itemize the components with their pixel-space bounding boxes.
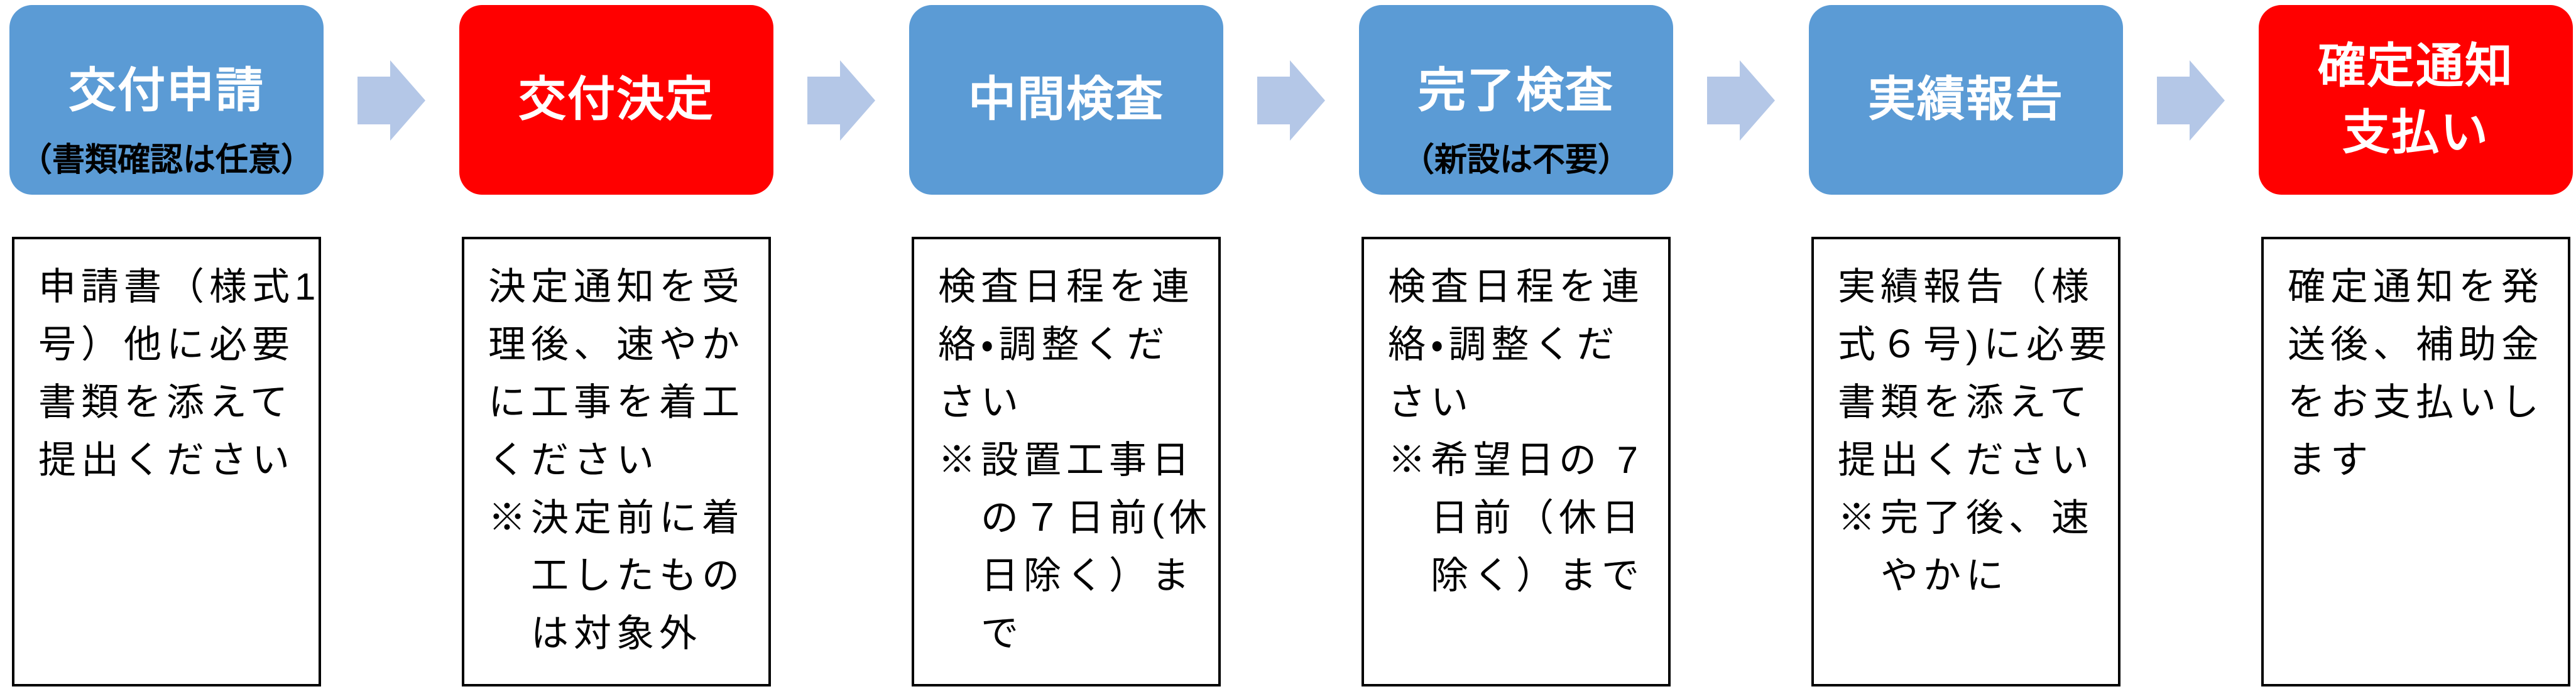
note-line: ※設置工事日: [938, 439, 1194, 481]
note-line: 提出ください: [1838, 439, 2094, 481]
note-line: 検査日程を連: [1388, 266, 1644, 308]
note-line: 書類を添えて: [1838, 381, 2092, 423]
note-line: ます: [2288, 439, 2373, 481]
step-title: 確定通知: [2318, 40, 2514, 93]
right-arrow-icon: [357, 60, 425, 141]
step-box-grant-decision: 交付決定: [459, 5, 773, 195]
note-line: 検査日程を連: [938, 266, 1194, 308]
note-line: 絡・調整くだ: [938, 323, 1170, 366]
note-line: 除く）まで: [1388, 555, 1644, 597]
right-arrow-icon: [1257, 60, 1325, 141]
step-subtitle: （書類確認は任意）: [19, 142, 314, 178]
note-line: ※完了後、速: [1838, 497, 2094, 539]
note-line: ください: [488, 439, 659, 481]
note-line: 申請書（様式1: [38, 266, 321, 308]
right-arrow-icon: [1707, 60, 1775, 141]
note-box-final-notice-payment: 確定通知を発 送後、補助金 をお支払いし ます: [2261, 237, 2570, 686]
note-box-results-report: 実績報告（様 式６号)に必要 書類を添えて 提出ください ※完了後、速 やかに: [1811, 237, 2120, 686]
step-box-interim-inspection: 中間検査: [909, 5, 1223, 195]
step-title: 実績報告: [1868, 73, 2064, 126]
step-title: 完了検査: [1418, 64, 1614, 117]
note-box-grant-application: 申請書（様式1 号）他に必要 書類を添えて 提出ください: [12, 237, 321, 686]
step-title: 交付決定: [518, 73, 714, 126]
note-line: ※希望日の 7: [1388, 439, 1644, 481]
step-box-grant-application: 交付申請 （書類確認は任意）: [9, 5, 324, 195]
note-line: 提出ください: [38, 439, 295, 481]
note-line: 絡・調整くだ: [1388, 323, 1620, 366]
right-arrow-icon: [2157, 60, 2225, 141]
note-line: 実績報告（様: [1838, 266, 2094, 308]
note-line: 日前（休日: [1388, 497, 1644, 539]
step-box-completion-inspection: 完了検査 （新設は不要）: [1359, 5, 1673, 195]
note-box-grant-decision: 決定通知を受 理後、速やか に工事を着工 ください ※決定前に着 工したもの は…: [462, 237, 771, 686]
right-arrow-icon: [807, 60, 875, 141]
note-line: 工したもの: [488, 555, 745, 597]
note-line: 決定通知を受: [488, 266, 745, 308]
step-title: 交付申請: [68, 64, 265, 117]
note-line: さい: [938, 381, 1023, 423]
note-box-completion-inspection: 検査日程を連 絡・調整くだ さい ※希望日の 7 日前（休日 除く）まで: [1362, 237, 1671, 686]
note-line: 理後、速やか: [488, 323, 745, 366]
step-title: 支払い: [2342, 106, 2489, 160]
note-line: やかに: [1838, 555, 2009, 597]
note-line: の７日前(休: [938, 497, 1212, 539]
note-line: 日除く）ま: [938, 555, 1194, 597]
note-line: ※決定前に着: [488, 497, 745, 539]
step-subtitle: （新設は不要）: [1401, 142, 1630, 178]
note-box-interim-inspection: 検査日程を連 絡・調整くだ さい ※設置工事日 の７日前(休 日除く）ま で: [912, 237, 1221, 686]
note-line: 書類を添えて: [38, 381, 293, 423]
note-line: 確定通知を発: [2288, 266, 2544, 308]
step-box-final-notice-payment: 確定通知 支払い: [2259, 5, 2573, 195]
note-line: で: [938, 612, 1023, 654]
step-box-results-report: 実績報告: [1809, 5, 2123, 195]
note-line: をお支払いし: [2288, 381, 2544, 423]
step-title: 中間検査: [968, 73, 1164, 126]
note-line: さい: [1388, 381, 1473, 423]
note-line: 号）他に必要: [38, 323, 295, 366]
note-line: 送後、補助金: [2288, 323, 2544, 366]
note-line: 式６号)に必要: [1838, 323, 2112, 366]
note-line: に工事を着工: [488, 381, 745, 423]
note-line: は対象外: [488, 612, 702, 654]
